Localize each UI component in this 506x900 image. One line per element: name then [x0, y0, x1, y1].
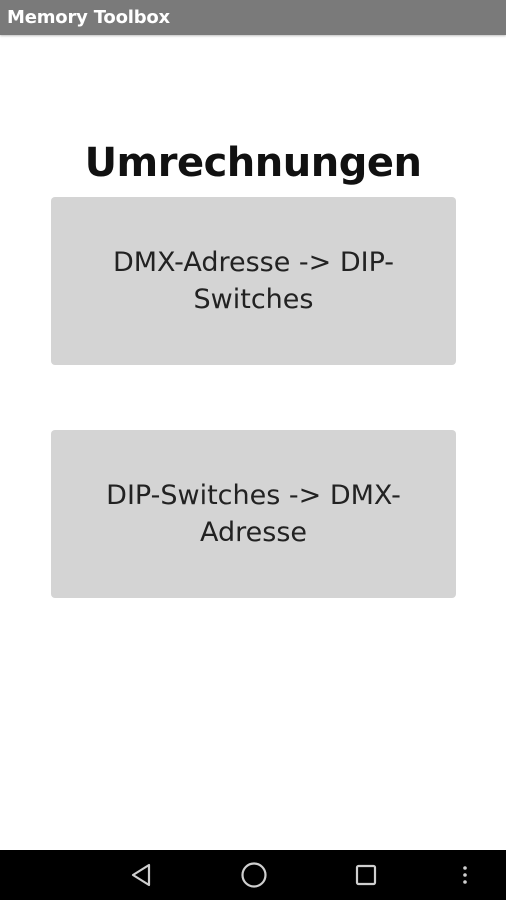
system-navigation-bar: [0, 850, 506, 900]
home-icon: [241, 862, 267, 888]
recents-icon: [355, 864, 377, 886]
back-icon: [131, 863, 151, 887]
dip-to-dmx-button[interactable]: DIP-Switches -> DMX-Adresse: [51, 430, 456, 598]
dmx-to-dip-button-label: DMX-Adresse -> DIP-Switches: [112, 247, 395, 315]
back-button[interactable]: [120, 850, 164, 900]
overflow-menu-button[interactable]: [450, 850, 480, 900]
overflow-menu-icon: [463, 866, 467, 884]
recents-button[interactable]: [344, 850, 388, 900]
dmx-to-dip-button[interactable]: DMX-Adresse -> DIP-Switches: [51, 197, 456, 365]
app-title-bar: Memory Toolbox: [0, 0, 506, 35]
home-button[interactable]: [232, 850, 276, 900]
dip-to-dmx-button-label: DIP-Switches -> DMX-Adresse: [106, 480, 401, 548]
app-title: Memory Toolbox: [7, 7, 170, 28]
page-heading: Umrechnungen: [84, 140, 422, 186]
